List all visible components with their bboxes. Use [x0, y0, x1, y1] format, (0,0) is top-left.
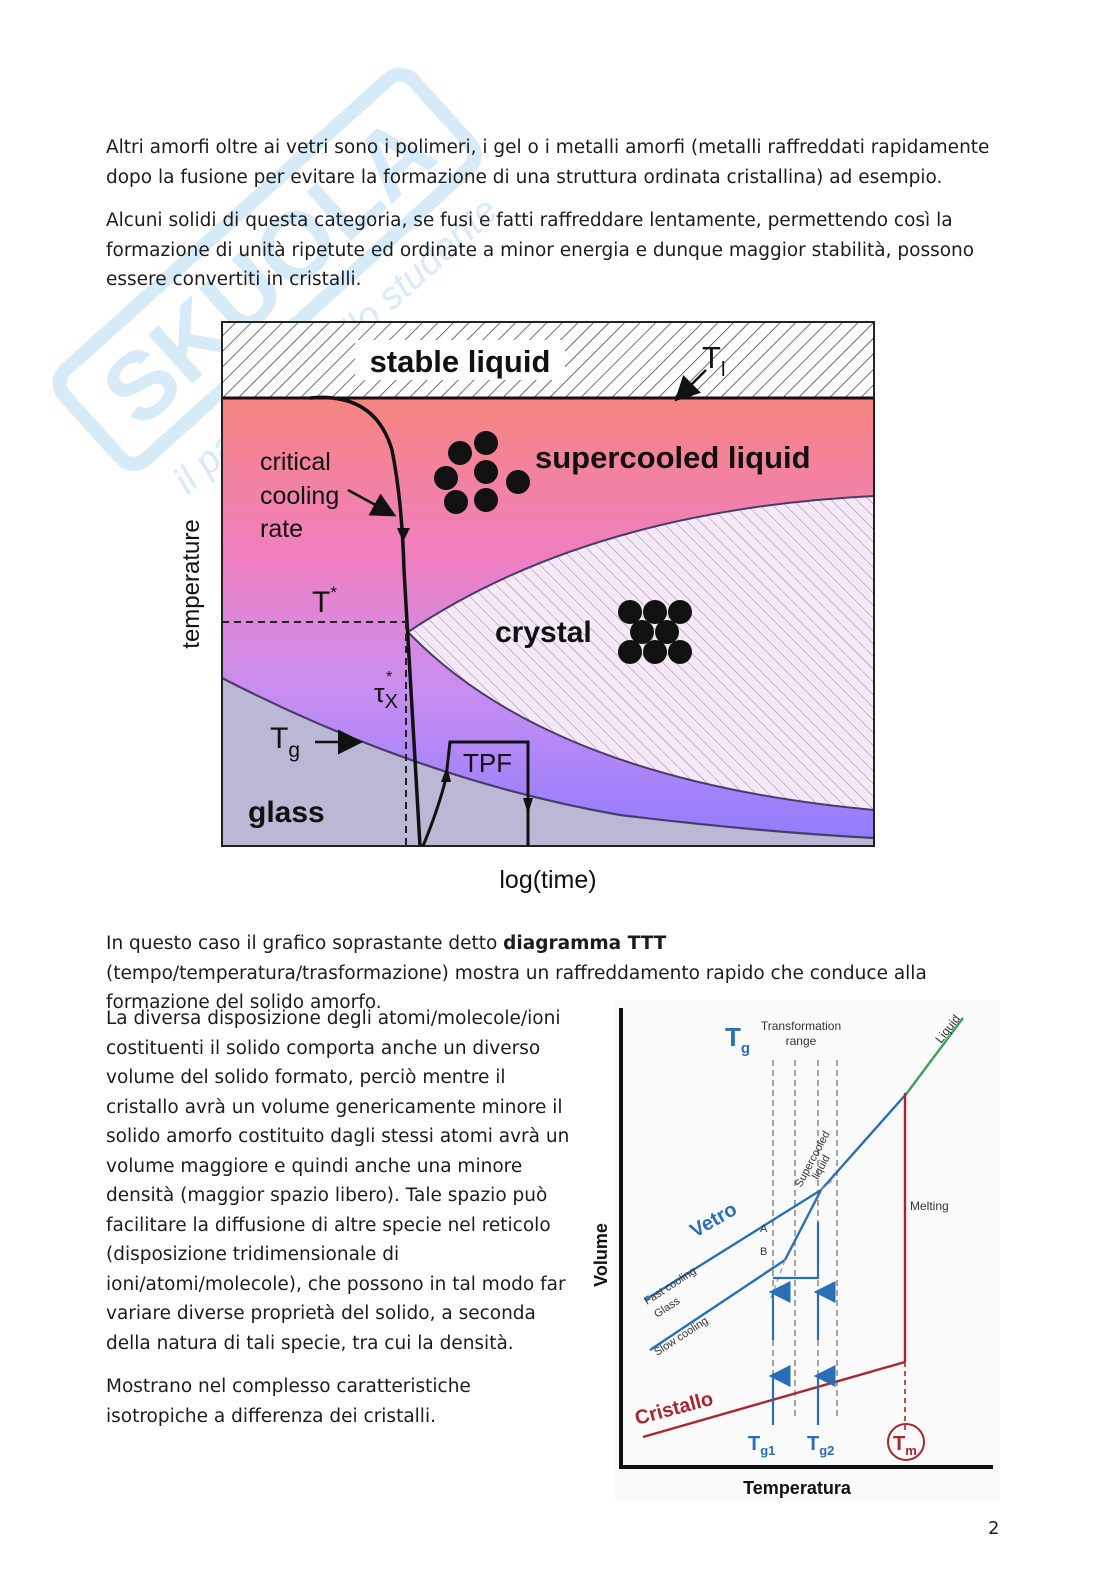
glass-label: glass — [248, 796, 325, 829]
paragraph-slow-cooling: Alcuni solidi di questa categoria, se fu… — [106, 210, 975, 290]
critical-label-1: critical — [260, 448, 331, 476]
crystal-atoms-icon — [618, 600, 692, 664]
supercooled-liquid-label: supercooled liquid — [535, 440, 811, 475]
ttt-bold-term: diagramma TTT — [503, 933, 667, 954]
paragraph-amorphous-examples: Altri amorfi oltre ai vetri sono i polim… — [106, 137, 990, 188]
t-star-label: T* — [312, 583, 337, 619]
tg1-label: Tg1 — [748, 1433, 775, 1458]
paragraph-ttt-description: In questo caso il grafico soprastante de… — [106, 929, 1006, 1018]
stable-liquid-label: stable liquid — [370, 344, 551, 379]
page-number: 2 — [988, 1518, 1000, 1539]
temperatura-axis-label: Temperatura — [743, 1478, 852, 1498]
x-axis-label: log(time) — [499, 866, 596, 894]
critical-label-3: rate — [260, 515, 303, 543]
p3-text-start: In questo caso il grafico soprastante de… — [106, 933, 504, 954]
critical-label-2: cooling — [260, 482, 339, 510]
tg-header-label: Tg — [725, 1022, 750, 1057]
point-b-label: B — [760, 1246, 767, 1258]
transformation-label-2: range — [786, 1034, 817, 1048]
tg2-label: Tg2 — [807, 1433, 834, 1458]
transformation-label-1: Transformation — [761, 1019, 841, 1033]
volume-temperature-diagram: Transformation range Tg Liquid Supercool… — [591, 1000, 1000, 1500]
p3-text-end: (tempo/temperatura/trasformazione) mostr… — [106, 962, 927, 1014]
y-axis-label: temperature — [178, 519, 205, 648]
tau-label: τX* — [374, 669, 398, 713]
tl-label: Tl — [702, 340, 725, 381]
crystal-label: crystal — [495, 616, 592, 649]
point-a-label: A — [760, 1223, 768, 1235]
melting-label: Melting — [910, 1199, 949, 1213]
ttt-diagram: stable liquid Tl supercooled liquid crit… — [178, 321, 875, 894]
paragraph-isotropic: Mostrano nel complesso caratteristiche i… — [106, 1376, 471, 1427]
tm-label: Tm — [893, 1433, 917, 1458]
volume-axis-label: Volume — [591, 1223, 611, 1287]
tg-label: Tg — [270, 722, 300, 762]
paragraph-volume: La diversa disposizione degli atomi/mole… — [106, 1008, 570, 1354]
supercooled-atoms-icon — [434, 431, 530, 514]
tpf-label: TPF — [463, 748, 512, 778]
